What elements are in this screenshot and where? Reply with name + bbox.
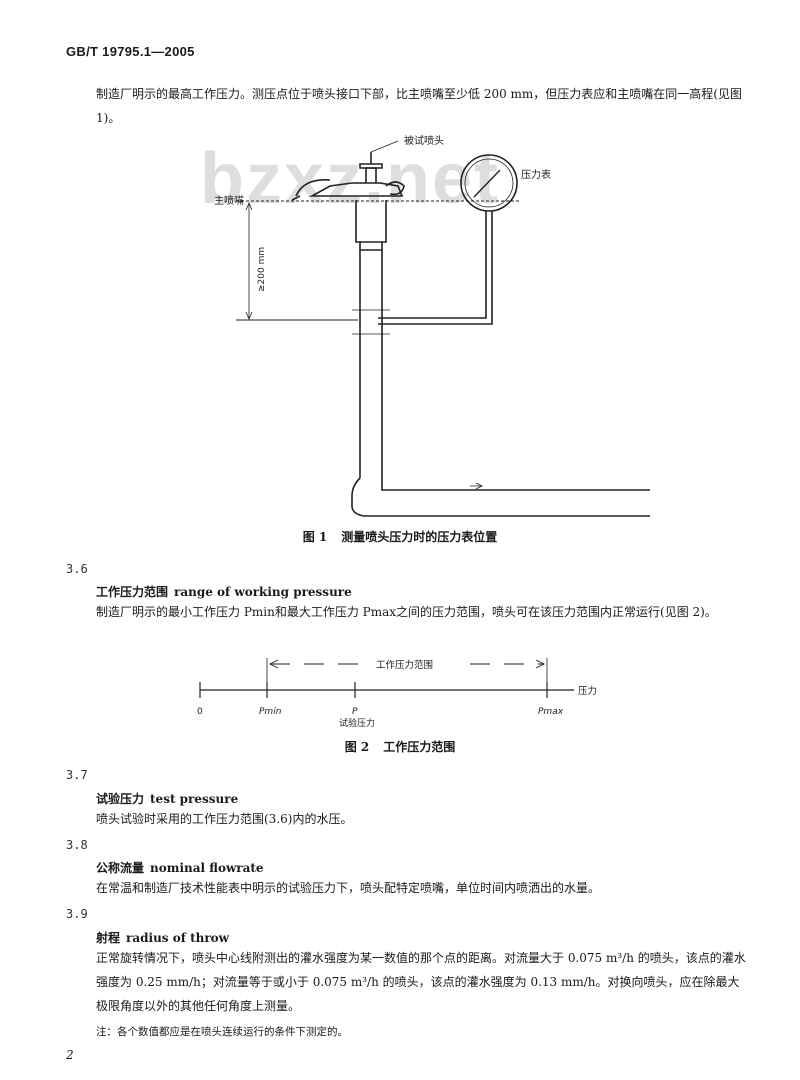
term-cn: 射程 [96, 931, 121, 945]
figure-2-diagram: 工作压力范围 压力 0 Pmin P 试验压力 Pmax [197, 658, 597, 729]
section-3-7-term: 试验压力 test pressure [96, 790, 238, 807]
tick-p: P [352, 707, 358, 717]
section-3-9-number: 3.9 [66, 907, 88, 921]
figure-1-caption: 图 1 测量喷头压力时的压力表位置 [0, 528, 800, 545]
gauge-needle [473, 169, 501, 198]
gauge-pipe [378, 211, 493, 325]
elbow [351, 477, 400, 517]
note: 注：各个数值都应是在喷头连续运行的条件下测定的。 [96, 1026, 348, 1038]
term-en: test pressure [150, 792, 239, 806]
body-text: 正常旋转情况下，喷头中心线附测出的灌水强度为某一数值的那个点的距离。对流量大于 … [96, 951, 746, 1013]
section-3-7-body: 喷头试验时采用的工作压力范围(3.6)内的水压。 [96, 807, 746, 831]
term-cn: 公称流量 [96, 861, 145, 875]
tick-pmin: Pmin [259, 707, 282, 717]
label-dimension: ≥200 mm [257, 247, 267, 292]
figure-2-number: 图 2 [344, 740, 370, 754]
figure-2-title: 工作压力范围 [383, 740, 456, 754]
section-3-7-number: 3.7 [66, 768, 88, 782]
body-text: 在常温和制造厂技术性能表中明示的试验压力下，喷头配特定喷嘴，单位时间内喷洒出的水… [96, 881, 601, 895]
horizontal-pipe [400, 489, 650, 517]
term-en: radius of throw [126, 931, 229, 945]
page-number: 2 [66, 1048, 74, 1062]
body-text: 制造厂明示的最小工作压力 Pmin和最大工作压力 Pmax之间的压力范围，喷头可… [96, 605, 717, 619]
figure-1-diagram: 被试喷头 压力表 主喷嘴 ≥200 mm [214, 134, 650, 517]
riser-pipe [359, 250, 383, 478]
term-cn: 试验压力 [96, 792, 145, 806]
sprinkler-body [308, 182, 404, 197]
intro-paragraph: 制造厂明示的最高工作压力。测压点位于喷头接口下部，比主喷嘴至少低 200 mm，… [96, 82, 746, 130]
tick-pmax: Pmax [538, 707, 564, 717]
term-en: nominal flowrate [150, 861, 264, 875]
term-cn: 工作压力范围 [96, 585, 169, 599]
axis-label: 压力 [578, 685, 597, 697]
term-en: range of working pressure [174, 585, 352, 599]
section-3-8-number: 3.8 [66, 838, 88, 852]
figure-2-caption: 图 2 工作压力范围 [0, 738, 800, 755]
body-text: 喷头试验时采用的工作压力范围(3.6)内的水压。 [96, 812, 353, 826]
section-3-6-number: 3.6 [66, 562, 88, 576]
label-main-nozzle: 主喷嘴 [214, 195, 244, 207]
label-pressure-gauge: 压力表 [521, 168, 551, 181]
watermark: bzxz.net [200, 139, 501, 219]
tick-zero: 0 [197, 707, 203, 717]
section-3-6-body: 制造厂明示的最小工作压力 Pmin和最大工作压力 Pmax之间的压力范围，喷头可… [96, 600, 746, 624]
figure-1-number: 图 1 [302, 530, 328, 544]
label-tested-nozzle: 被试喷头 [404, 134, 444, 147]
section-3-8-term: 公称流量 nominal flowrate [96, 859, 264, 876]
tick-test-pressure: 试验压力 [339, 717, 375, 729]
range-label: 工作压力范围 [376, 659, 433, 671]
spray-arm [295, 179, 331, 197]
section-3-8-body: 在常温和制造厂技术性能表中明示的试验压力下，喷头配特定喷嘴，单位时间内喷洒出的水… [96, 876, 746, 900]
pressure-gauge [460, 154, 518, 212]
page-header: GB/T 19795.1—2005 [66, 44, 195, 59]
intro-text: 制造厂明示的最高工作压力。测压点位于喷头接口下部，比主喷嘴至少低 200 mm，… [96, 87, 742, 125]
section-3-6-term: 工作压力范围 range of working pressure [96, 583, 352, 600]
figure-1-title: 测量喷头压力时的压力表位置 [341, 530, 498, 544]
section-3-9-body: 正常旋转情况下，喷头中心线附测出的灌水强度为某一数值的那个点的距离。对流量大于 … [96, 946, 746, 1018]
section-3-9-term: 射程 radius of throw [96, 929, 229, 946]
